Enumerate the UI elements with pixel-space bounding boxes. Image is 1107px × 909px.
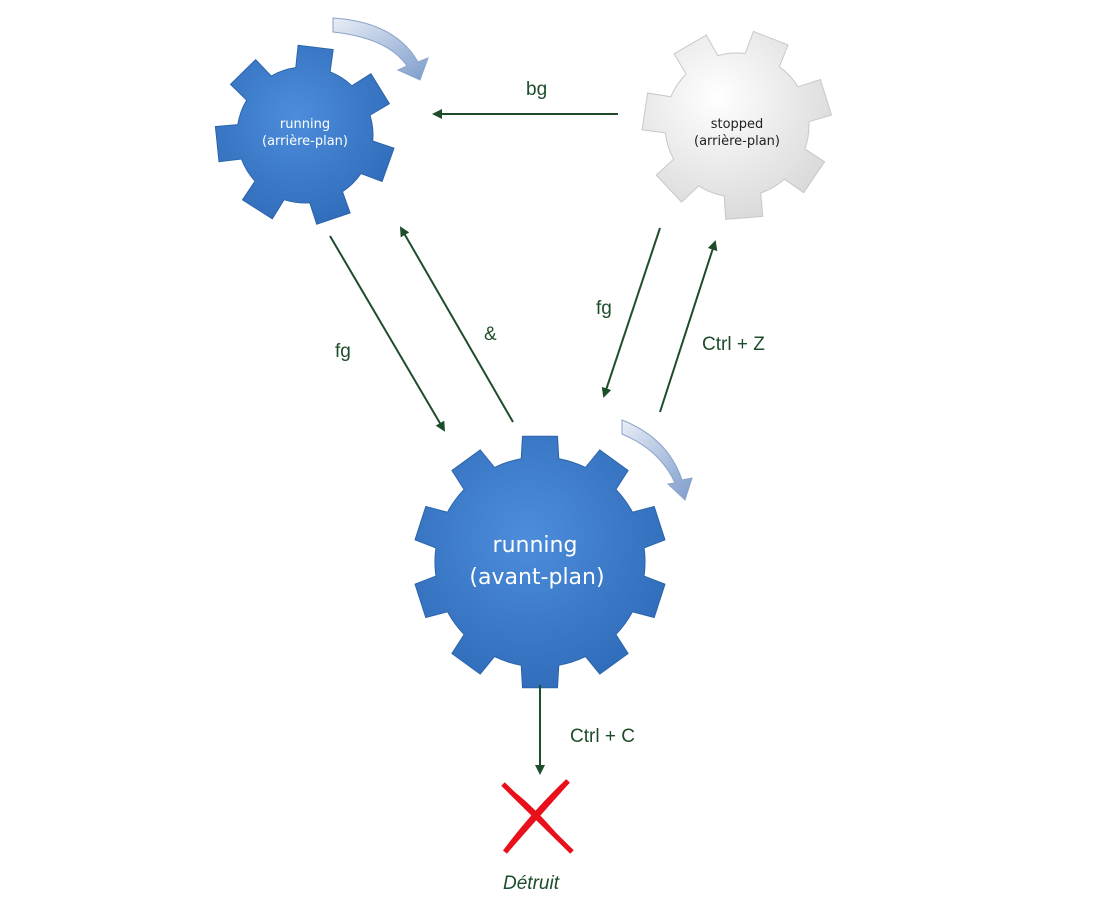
rotation-arrow-icon bbox=[621, 419, 693, 501]
label-fg-left: fg bbox=[335, 341, 351, 362]
label-ctrl-c: Ctrl + C bbox=[570, 726, 635, 747]
label-destroyed: Détruit bbox=[503, 873, 560, 894]
fg-running-label-2: (avant-plan) bbox=[469, 565, 604, 590]
fg-running-label-1: running bbox=[493, 533, 578, 558]
label-ctrl-z: Ctrl + Z bbox=[702, 334, 765, 355]
rotation-arrow-icon bbox=[332, 17, 429, 81]
arrow-ampersand bbox=[400, 226, 514, 423]
bg-running-label-2: (arrière-plan) bbox=[262, 134, 348, 149]
gear-stopped-background bbox=[641, 30, 833, 220]
label-bg: bg bbox=[526, 79, 547, 100]
bg-running-label-1: running bbox=[280, 117, 330, 132]
arrow-fg-right bbox=[601, 227, 661, 398]
arrow-fg-left bbox=[329, 235, 446, 432]
arrow-ctrl-z bbox=[659, 240, 718, 413]
bg-stopped-label-2: (arrière-plan) bbox=[694, 134, 780, 149]
bg-stopped-label-1: stopped bbox=[711, 117, 764, 132]
label-fg-right: fg bbox=[596, 298, 612, 319]
gear-running-background bbox=[214, 44, 395, 225]
gear-running-foreground bbox=[414, 435, 666, 689]
destroyed-cross-icon bbox=[501, 779, 574, 854]
label-ampersand: & bbox=[484, 324, 497, 345]
